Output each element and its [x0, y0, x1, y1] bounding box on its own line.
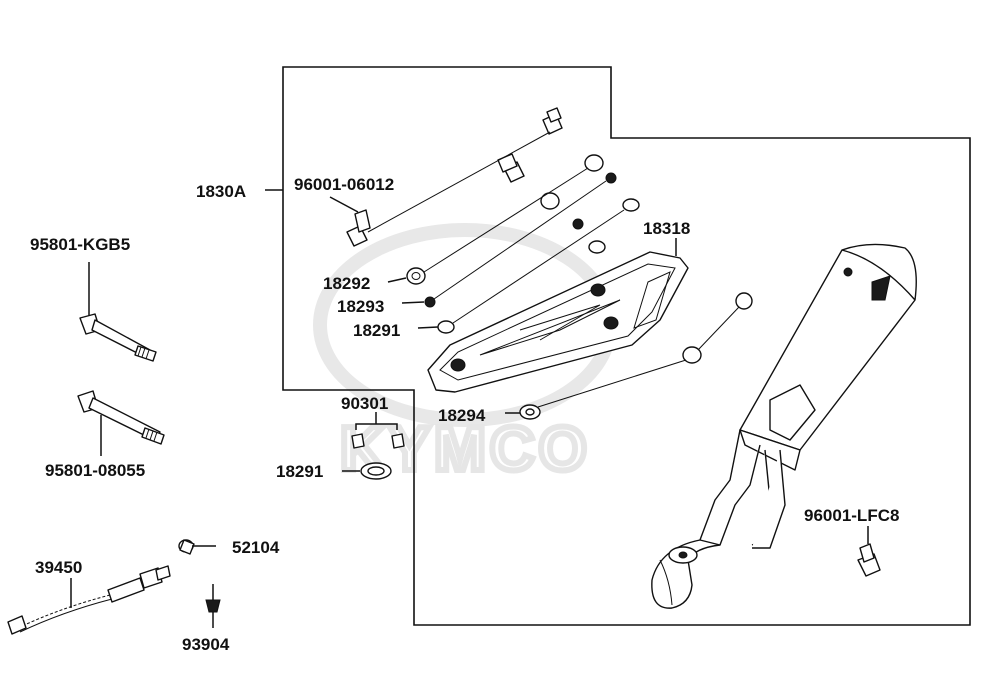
nut-18293	[424, 172, 617, 308]
heat-shield-18318	[427, 251, 689, 393]
washer-18291-upper	[437, 198, 640, 334]
leader-18291-upper	[417, 326, 439, 329]
bolt-95801-kgb5	[79, 313, 157, 362]
label-52104: 52104	[232, 538, 280, 557]
label-18293: 18293	[337, 297, 384, 316]
leader-18293	[401, 301, 425, 304]
screw-93904	[205, 584, 221, 613]
label-18291-upper: 18291	[353, 321, 400, 340]
label-96001-06012: 96001-06012	[294, 175, 394, 194]
label-18291-lower: 18291	[276, 462, 323, 481]
bolt-heatshield-1	[346, 209, 371, 247]
clip-90301	[351, 433, 405, 449]
label-95801-kgb5: 95801-KGB5	[30, 235, 130, 254]
bolt-heatshield-3	[542, 107, 563, 135]
assembly-outline	[282, 66, 971, 626]
gasket-18294	[519, 292, 753, 420]
leader-96001-06012	[329, 196, 359, 213]
label-1830a: 1830A	[196, 182, 246, 201]
label-96001-lfc8: 96001-LFC8	[804, 506, 899, 525]
rivet-52104	[178, 539, 195, 555]
muffler	[651, 243, 917, 609]
bolt-95801-08055	[77, 390, 165, 445]
bolt-axis-line-1	[367, 131, 551, 233]
leader-90301	[355, 412, 398, 430]
label-18294: 18294	[438, 406, 486, 425]
bolt-96001-lfc8	[857, 543, 881, 577]
sensor-39450	[7, 565, 171, 635]
label-18318: 18318	[643, 219, 690, 238]
label-18292: 18292	[323, 274, 370, 293]
label-95801-08055: 95801-08055	[45, 461, 145, 480]
label-90301: 90301	[341, 394, 388, 413]
label-39450: 39450	[35, 558, 82, 577]
leader-18292	[387, 277, 407, 283]
collar-18292	[406, 154, 604, 285]
label-93904: 93904	[182, 635, 230, 654]
washer-18291-lower	[360, 462, 392, 480]
